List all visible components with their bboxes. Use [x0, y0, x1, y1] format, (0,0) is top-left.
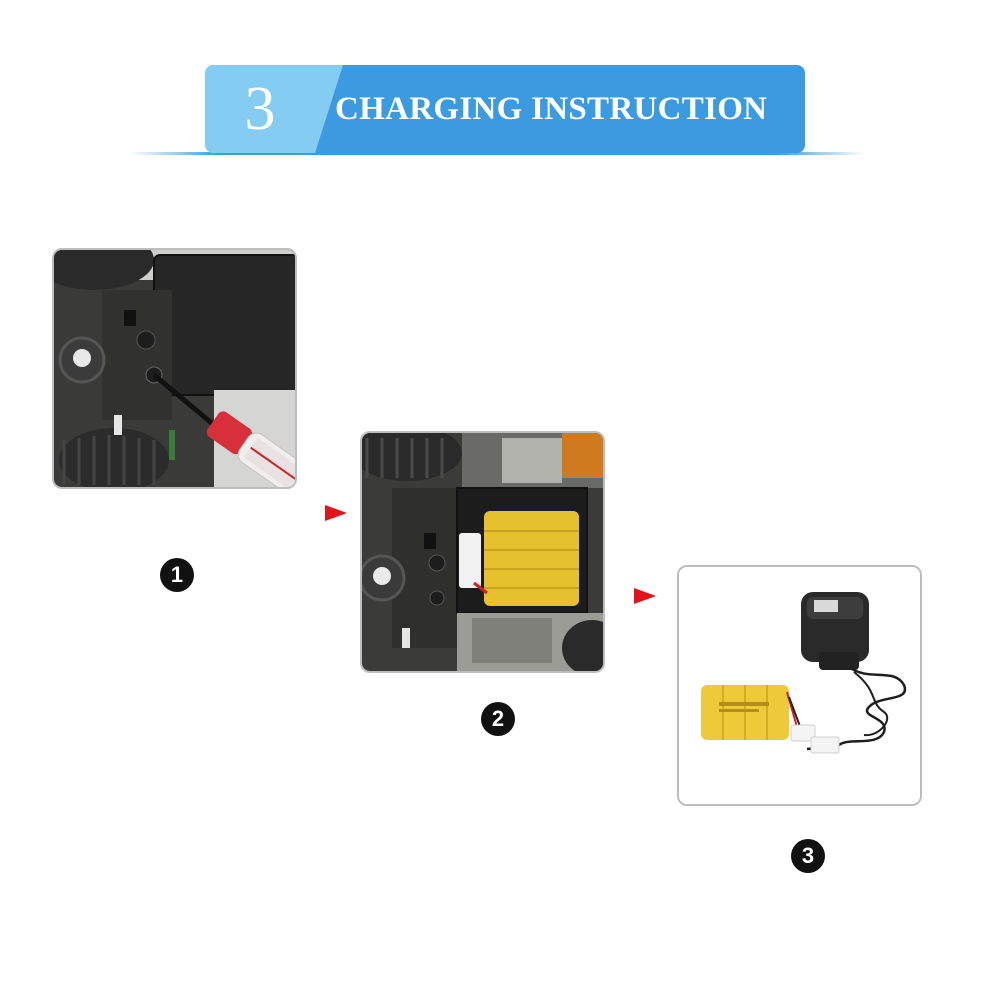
step-1-badge: 1	[160, 558, 194, 592]
header-underline	[130, 152, 865, 155]
step-3-badge: 3	[791, 839, 825, 873]
section-banner: 3 CHARGING INSTRUCTION	[205, 65, 805, 153]
step-2-photo	[360, 431, 605, 673]
step-3-photo	[677, 565, 922, 806]
step-2-badge: 2	[481, 702, 515, 736]
section-title: CHARGING INSTRUCTION	[315, 65, 805, 153]
arrow-right-icon	[325, 505, 347, 521]
section-number: 3	[205, 65, 343, 153]
step-1-photo	[52, 248, 297, 489]
arrow-right-icon	[634, 588, 656, 604]
